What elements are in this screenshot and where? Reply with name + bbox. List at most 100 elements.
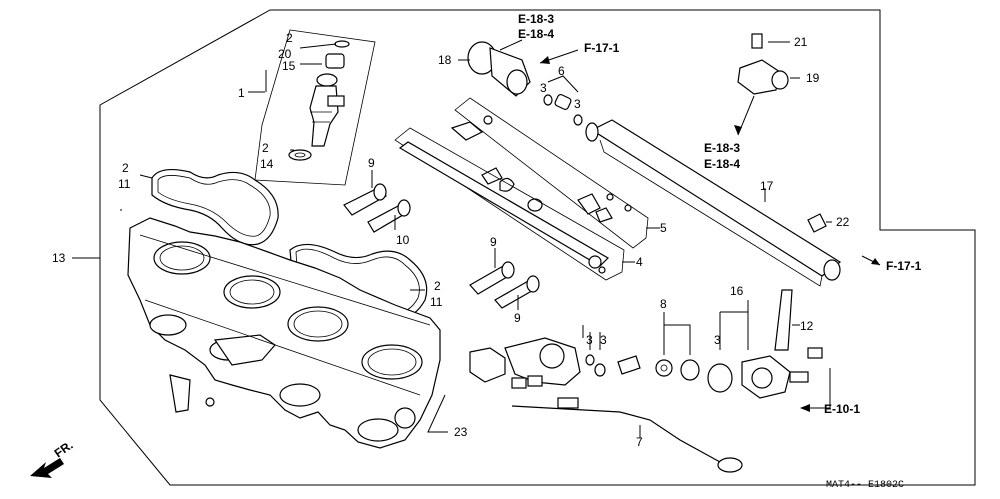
pipe-joint xyxy=(737,59,781,95)
callout-3-e: 3 xyxy=(714,333,721,347)
solenoid-housing xyxy=(469,347,506,383)
fuel-pipe xyxy=(590,119,842,277)
regulator-lower-assembly xyxy=(469,325,584,389)
throttle-linkage xyxy=(213,334,276,366)
o-ring-left xyxy=(543,94,553,106)
fuel-injector xyxy=(309,85,339,147)
spring xyxy=(680,359,700,381)
sensor-port xyxy=(789,371,809,383)
callout-7: 7 xyxy=(636,435,643,449)
front-arrow-icon xyxy=(30,458,64,478)
callout-9-mid: 9 xyxy=(490,235,497,249)
front-indicator xyxy=(30,458,64,478)
seal-rings-lower xyxy=(585,312,700,381)
callout-17: 17 xyxy=(760,179,774,193)
o-ring-lower-b xyxy=(594,363,606,377)
clip-d xyxy=(595,207,613,223)
cushion-ring xyxy=(316,73,338,87)
throttle-gasket-1 xyxy=(151,168,279,246)
callout-18: 18 xyxy=(438,53,452,67)
sensor-probe xyxy=(774,289,793,351)
regulator-outlet xyxy=(506,69,528,95)
callout-12: 12 xyxy=(800,319,814,333)
callout-3-d: 3 xyxy=(600,333,607,347)
vacuum-hose xyxy=(511,397,743,473)
fuel-rail-bar xyxy=(398,141,609,267)
ref-e-18-4-top[interactable]: E-18-4 xyxy=(518,27,554,41)
o-ring-large xyxy=(707,363,733,393)
callout-2-top: 2 xyxy=(286,31,293,45)
callout-10: 10 xyxy=(396,233,410,247)
callout-2-gasket-lower: 2 xyxy=(434,279,441,293)
joint-bolt xyxy=(751,33,763,49)
bracket-bolt xyxy=(205,397,215,407)
diagram-code: MAT4-- E1802C xyxy=(826,480,904,491)
clip-a xyxy=(481,167,503,185)
callout-11-upper: 11 xyxy=(118,177,131,191)
joint-collar xyxy=(554,93,572,111)
callout-6: 6 xyxy=(558,64,565,78)
throttle-bore-1 xyxy=(153,241,211,275)
ref-e-10-1[interactable]: E-10-1 xyxy=(824,402,860,416)
throttle-bore-4 xyxy=(361,344,423,380)
injector-assembly xyxy=(248,29,376,186)
throttle-bracket xyxy=(169,374,191,413)
callout-11-lower: 11 xyxy=(430,295,443,309)
ref-f-17-1-top[interactable]: F-17-1 xyxy=(584,41,620,55)
callout-20: 20 xyxy=(278,47,292,61)
callout-2-gasket-upper: 2 xyxy=(122,161,129,175)
ref-e-18-3-mid[interactable]: E-18-3 xyxy=(704,141,740,155)
hose-line xyxy=(511,405,721,463)
fitting-nipple xyxy=(617,355,641,375)
clip-c xyxy=(577,193,601,215)
throttle-bore-2 xyxy=(223,275,281,309)
callout-3-a: 3 xyxy=(540,81,547,95)
callout-1: 1 xyxy=(238,86,245,100)
callout-9-upper: 9 xyxy=(368,156,375,170)
callout-23: 23 xyxy=(454,425,468,439)
callout-8: 8 xyxy=(660,297,667,311)
injector-seal xyxy=(288,149,312,161)
callout-5: 5 xyxy=(660,221,667,235)
rail-grommet xyxy=(527,198,543,212)
ref-f-17-1-right[interactable]: F-17-1 xyxy=(886,259,922,273)
throttle-body xyxy=(127,217,441,449)
rail-end-cap xyxy=(588,255,602,269)
hose-end xyxy=(717,457,743,473)
gasket-upper xyxy=(139,168,279,246)
callout-19: 19 xyxy=(806,71,820,85)
callout-9-lower: 9 xyxy=(514,311,521,325)
throttle-body-assembly xyxy=(72,209,448,449)
fuel-pipe-assembly xyxy=(585,119,881,287)
fuel-pipe-outlet xyxy=(823,259,841,281)
callout-4: 4 xyxy=(636,255,643,269)
callout-3-b: 3 xyxy=(574,97,581,111)
callout-16: 16 xyxy=(730,284,744,298)
throttle-bore-3 xyxy=(287,306,349,342)
callout-15: 15 xyxy=(282,59,296,73)
callout-21: 21 xyxy=(794,35,808,49)
callout-13: 13 xyxy=(52,251,66,265)
hose-fitting xyxy=(557,397,579,409)
rail-bolt xyxy=(483,115,493,125)
pressure-regulator xyxy=(458,39,579,97)
injector-9a-tip xyxy=(373,183,387,201)
ref-e-18-3-top[interactable]: E-18-3 xyxy=(518,12,554,26)
rail-group-4-outline xyxy=(394,127,625,281)
seal-ring-cap xyxy=(325,53,345,69)
rail-bracket xyxy=(450,121,484,141)
fuel-rail-assembly xyxy=(394,97,660,281)
callout-3-c: 3 xyxy=(586,333,593,347)
callout-2-seal: 2 xyxy=(262,141,269,155)
pipe-joint-fitting xyxy=(734,33,800,136)
front-label: FR. xyxy=(52,438,76,461)
sensor-bolt xyxy=(807,347,823,359)
idle-port xyxy=(394,407,416,429)
washer xyxy=(655,359,673,377)
ref-e-18-4-mid[interactable]: E-18-4 xyxy=(704,157,740,171)
injector-set-upper xyxy=(343,170,411,233)
callout-22: 22 xyxy=(836,215,850,229)
o-ring-small xyxy=(334,40,350,48)
injector-group-outline xyxy=(254,29,376,186)
